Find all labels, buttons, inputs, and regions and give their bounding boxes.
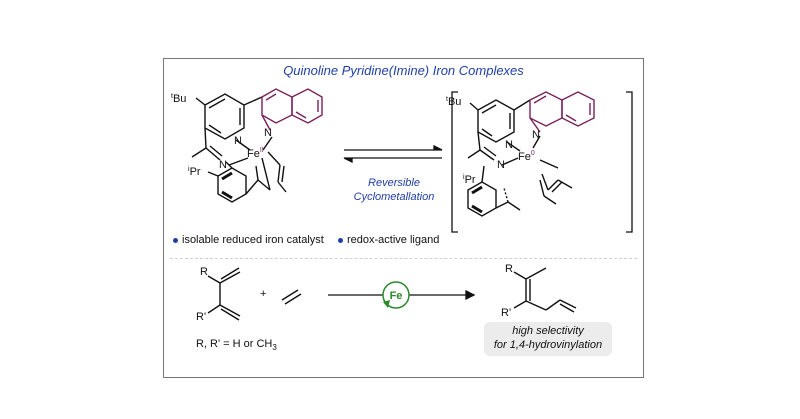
right-pyridine-n: N	[505, 139, 513, 151]
bullet-text: redox-active ligand	[347, 234, 440, 246]
bullet-dot	[173, 237, 178, 243]
equilibrium-arrows	[343, 144, 443, 164]
diene-structure	[207, 267, 241, 321]
equilibrium-label-line2: Cyclometallation	[354, 191, 435, 203]
right-tbu-label: tBu	[446, 96, 461, 108]
scheme-frame: Quinoline Pyridine(Imine) Iron Complexes	[163, 58, 644, 378]
left-pyridine-n: N	[234, 135, 242, 147]
ethylene-structure	[281, 289, 302, 305]
diene-r-label: R	[200, 266, 208, 278]
product-r-label: R	[505, 263, 513, 275]
left-complex	[191, 93, 287, 203]
bullet-redox-ligand: redox-active ligand	[338, 234, 439, 246]
left-imine-n: N	[219, 159, 227, 171]
section-divider	[170, 258, 637, 259]
conditions-subscript: 3	[272, 343, 277, 353]
left-pyridine-ring	[204, 93, 245, 140]
catalyst-label: Fe	[390, 290, 403, 302]
conditions-label: R, R' = H or CH3	[196, 338, 277, 352]
left-quinoline	[261, 88, 323, 131]
right-complex	[467, 99, 573, 217]
bullet-dot	[338, 237, 343, 243]
selectivity-line2: for 1,4-hydrovinylation	[493, 339, 603, 351]
diene-rprime-label: R'	[196, 311, 206, 323]
bullet-text: isolable reduced iron catalyst	[182, 234, 324, 246]
product-rprime-label: R'	[501, 307, 511, 319]
bullet-isolable-catalyst: isolable reduced iron catalyst	[173, 234, 324, 246]
scheme-title: Quinoline Pyridine(Imine) Iron Complexes	[283, 63, 524, 78]
selectivity-note: high selectivity for 1,4-hydrovinylation	[484, 324, 612, 352]
product-structure	[513, 267, 577, 313]
right-quinoline-n: N	[532, 129, 540, 141]
right-imine-n: N	[497, 159, 505, 171]
right-ipr-label: iPr	[463, 174, 476, 186]
plus-sign: +	[260, 288, 266, 300]
selectivity-box	[484, 322, 612, 356]
left-quinoline-n: N	[264, 127, 272, 139]
right-quinoline	[529, 91, 595, 133]
selectivity-line1: high selectivity	[512, 325, 584, 337]
right-brackets	[451, 91, 633, 233]
right-fe-label: Fe0	[518, 150, 535, 163]
left-ipr-label: iPr	[188, 166, 201, 178]
equilibrium-label-line1: Reversible	[368, 177, 420, 189]
conditions-text: R, R' = H or CH	[196, 338, 273, 350]
catalyst-cycle	[382, 281, 410, 309]
left-fe-label: FeII	[247, 147, 264, 160]
left-tbu-label: tBu	[171, 93, 186, 105]
